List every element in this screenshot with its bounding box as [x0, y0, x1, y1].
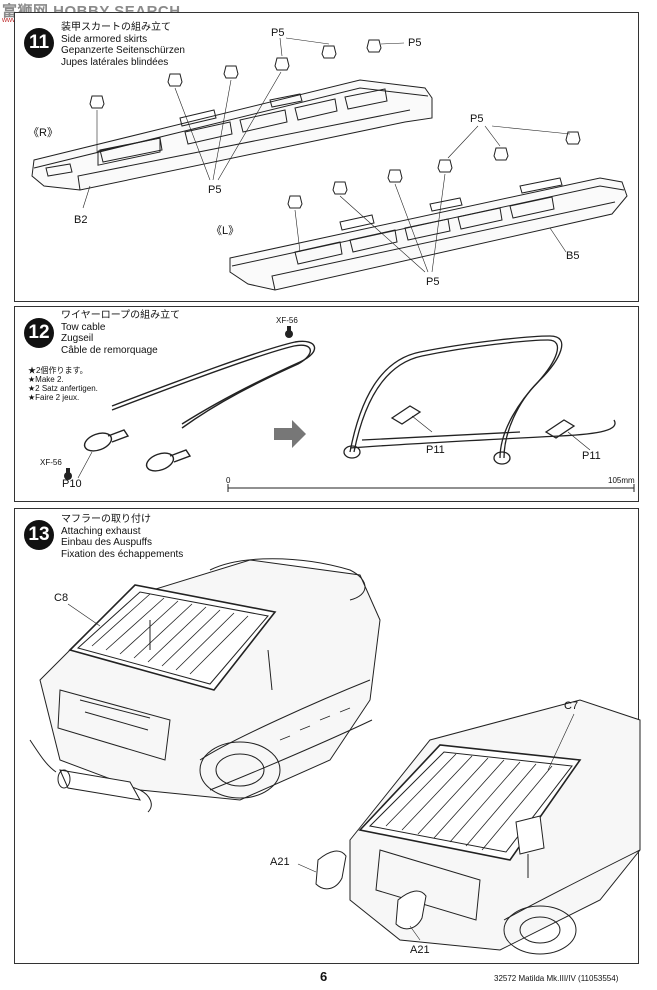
footer-product: 32572 Matilda Mk.III/IV (11053554) [494, 974, 619, 983]
step-12-title-fr: Câble de remorquage [61, 344, 158, 356]
page-number: 6 [320, 969, 328, 984]
label-c8: C8 [54, 592, 69, 604]
step-12-note-en: ★Make 2. [28, 375, 64, 384]
step-13-title-de: Einbau des Auspuffs [61, 537, 152, 548]
label-c7: C7 [564, 700, 579, 712]
step-12-note-fr: ★Faire 2 jeux. [28, 393, 80, 402]
step-12-title-ja: ワイヤーロープの組み立て [61, 310, 181, 321]
step-11-title-fr: Jupes latérales blindées [61, 56, 169, 68]
step-11-title: 装甲スカートの組み立て Side armored skirts Gepanzer… [61, 22, 185, 68]
step-11-title-ja: 装甲スカートの組み立て [61, 22, 171, 33]
step-13-title: マフラーの取り付け Attaching exhaust Einbau des A… [61, 514, 183, 560]
step-12-note-de: ★2 Satz anfertigen. [28, 384, 98, 393]
label-p5-right: P5 [408, 37, 422, 49]
step-11-title-de: Gepanzerte Seitenschürzen [61, 45, 185, 56]
label-p10: P10 [62, 478, 82, 490]
step-11-badge: 11 [24, 28, 54, 58]
scale-end: 105mm [608, 476, 635, 485]
label-a21-bottom: A21 [410, 944, 430, 956]
step-12-title-en: Tow cable [61, 321, 106, 333]
step-12-note-ja: ★2個作ります。 [28, 366, 88, 375]
step-12-notes: ★2個作ります。 ★Make 2. ★2 Satz anfertigen. ★F… [28, 366, 98, 402]
label-p5-r-bottom: P5 [208, 184, 222, 196]
label-b2: B2 [74, 214, 88, 226]
step-13-title-en: Attaching exhaust [61, 525, 141, 537]
scale-start: 0 [226, 476, 231, 485]
label-p5-top: P5 [271, 27, 285, 39]
label-xf56-left: XF-56 [40, 458, 62, 467]
step-12-badge: 12 [24, 318, 54, 348]
label-r-side: 《R》 [28, 127, 58, 139]
label-b5: B5 [566, 250, 580, 262]
step-13-panel [14, 508, 639, 964]
label-p5-l-bottom: P5 [426, 276, 440, 288]
label-l-side: 《L》 [211, 225, 240, 237]
label-a21-left: A21 [270, 856, 290, 868]
step-12-title: ワイヤーロープの組み立て Tow cable Zugseil Câble de … [61, 310, 180, 356]
label-p5-l-top: P5 [470, 113, 484, 125]
label-p11-right: P11 [582, 450, 601, 462]
label-xf56-top: XF-56 [276, 316, 298, 325]
step-13-badge: 13 [24, 520, 54, 550]
step-11-title-en: Side armored skirts [61, 33, 148, 45]
step-13-title-ja: マフラーの取り付け [61, 514, 151, 525]
step-13-title-fr: Fixation des échappements [61, 548, 184, 560]
label-p11-left: P11 [426, 444, 445, 456]
step-12-title-de: Zugseil [61, 333, 94, 344]
